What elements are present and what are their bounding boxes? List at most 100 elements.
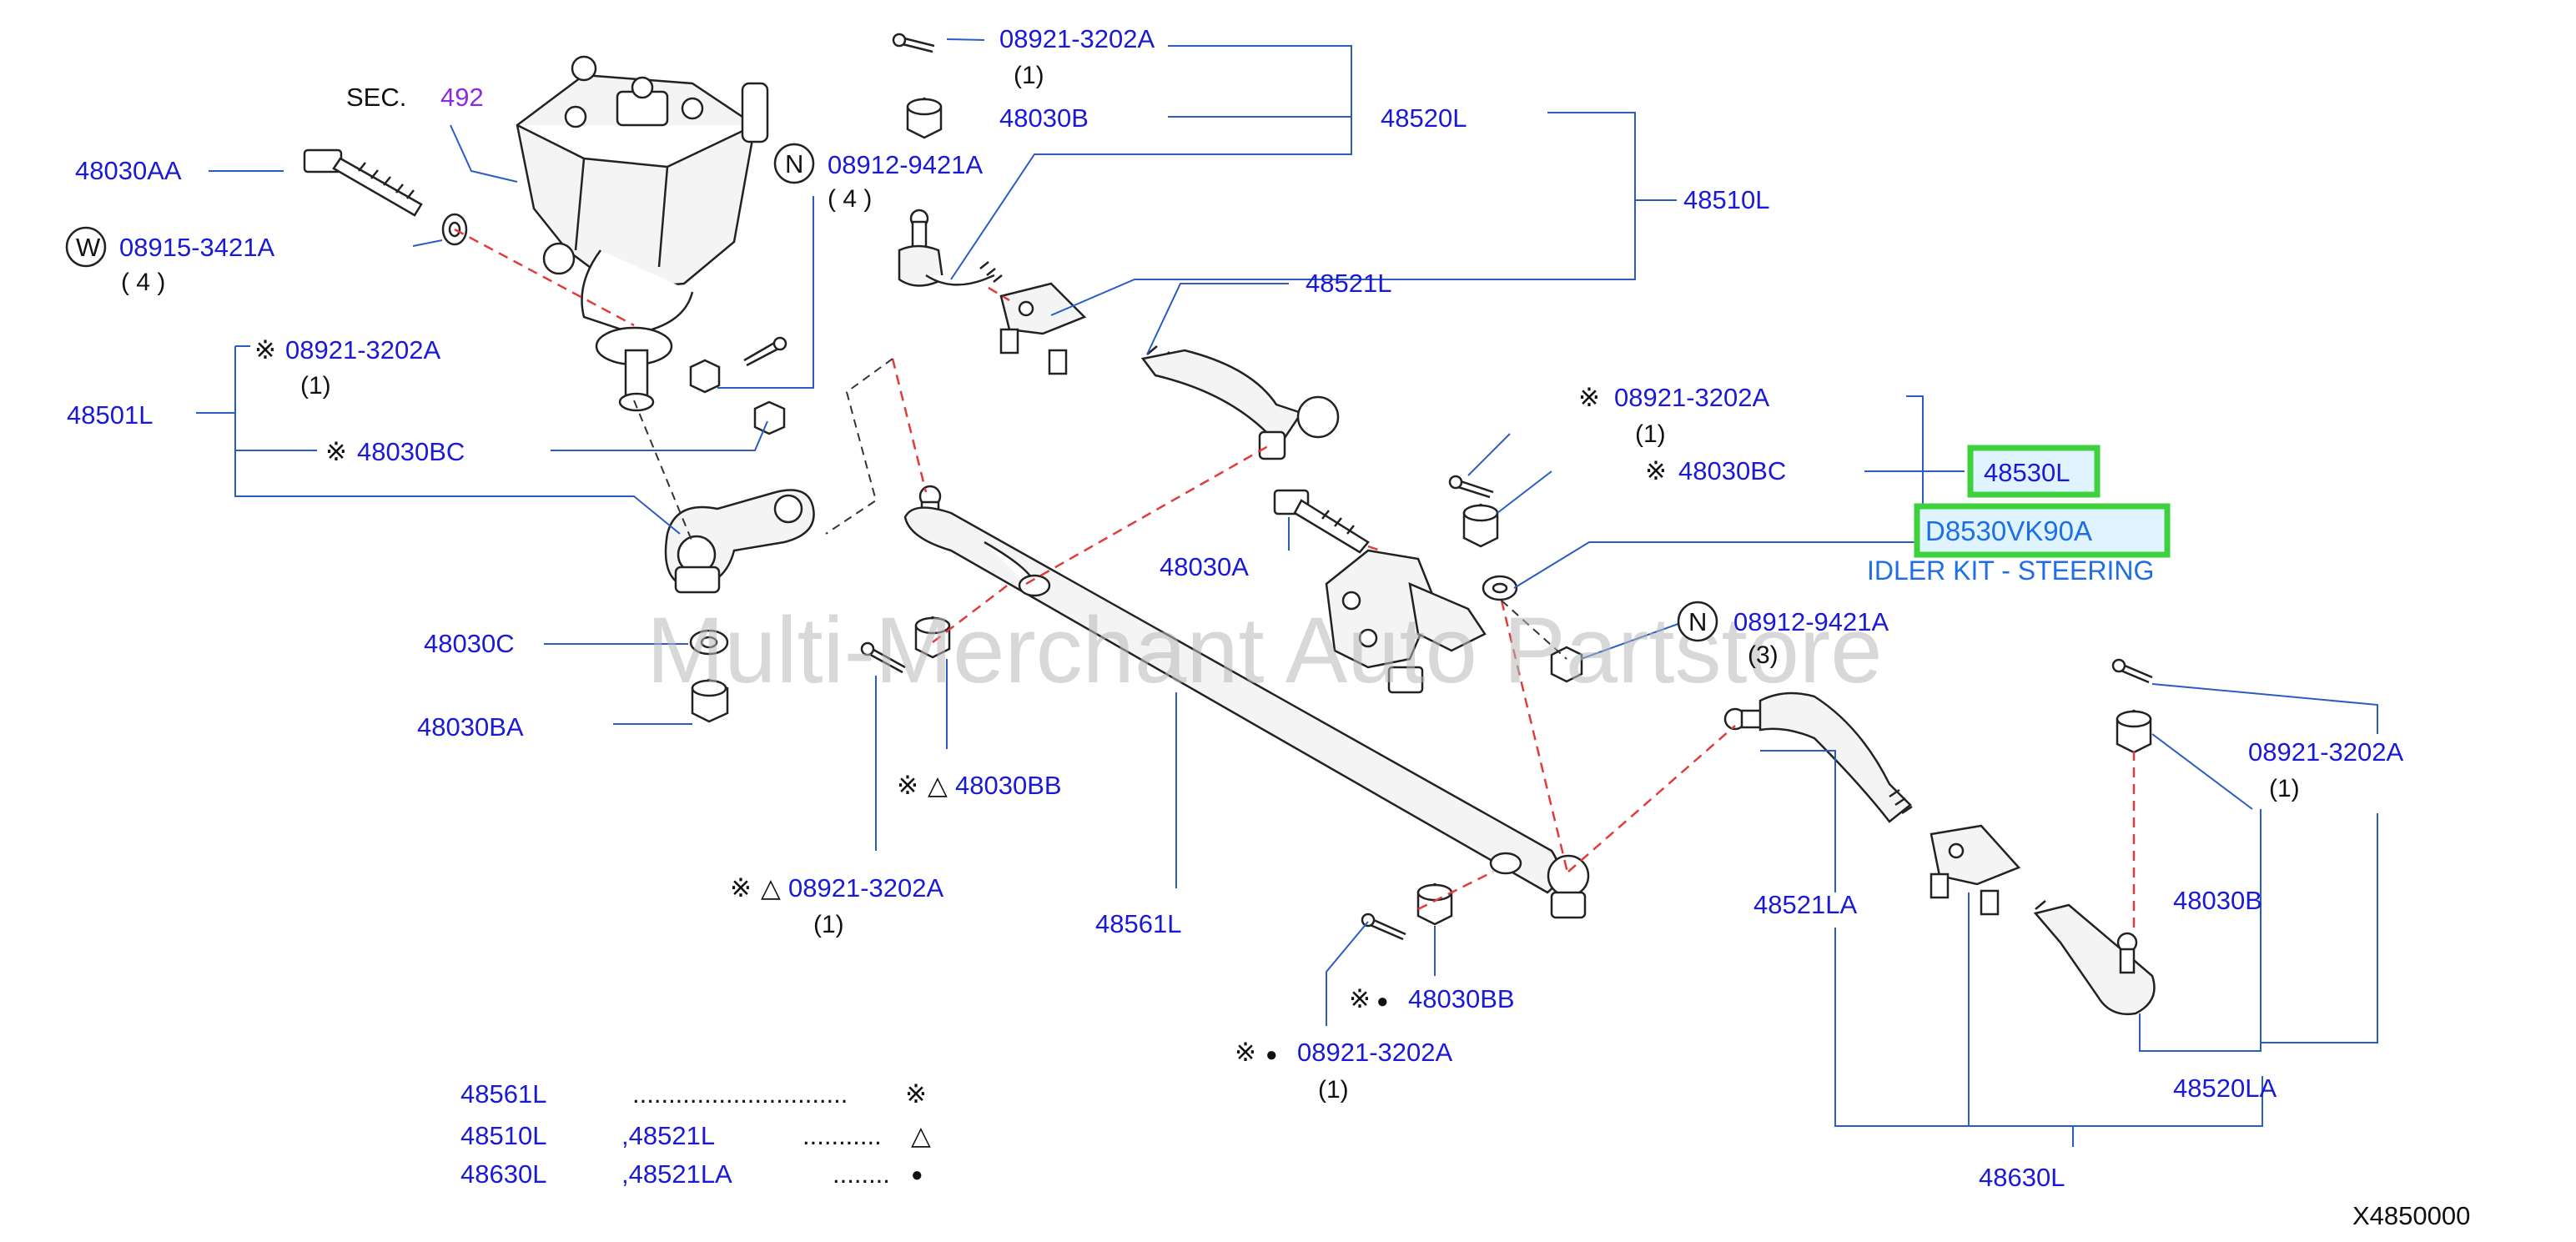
label-48030b-right: 48030B bbox=[2173, 886, 2262, 915]
washer-idler bbox=[1482, 575, 1518, 601]
kome-mark-mid: ※ bbox=[1578, 383, 1600, 412]
triangle-mark-08921-b: △ bbox=[761, 873, 781, 903]
label-08921-left: 08921-3202A bbox=[285, 335, 440, 365]
nut-48030bc-mid bbox=[1462, 503, 1499, 548]
cotter-pin-bottom bbox=[1361, 913, 1406, 941]
nut-48030b-right bbox=[2116, 709, 2152, 754]
kome-mark-08921-c: ※ bbox=[1235, 1038, 1256, 1067]
label-08921-mid: 08921-3202A bbox=[1614, 383, 1769, 412]
label-48030bb-left: 48030BB bbox=[955, 771, 1062, 800]
tie-rod-end-48520la bbox=[2033, 900, 2156, 1016]
cotter-pin-mid bbox=[1448, 475, 1494, 499]
nut-08912-top bbox=[689, 359, 721, 394]
highlight-kit bbox=[1914, 503, 2171, 558]
tie-rod-end-48520l bbox=[898, 209, 1003, 287]
label-48030b-top: 48030B bbox=[999, 103, 1089, 133]
sec-label: SEC. bbox=[346, 83, 406, 112]
label-08915-3421a: 08915-3421A bbox=[119, 233, 274, 262]
label-08912-top: 08912-9421A bbox=[828, 150, 983, 179]
leader-lines bbox=[196, 38, 2378, 1147]
legend-row-2-symbol: △ bbox=[911, 1121, 931, 1150]
pitman-arm bbox=[664, 489, 815, 594]
w-mark-circle bbox=[65, 226, 107, 268]
highlight-48530l bbox=[1967, 445, 2101, 498]
assembly-lines bbox=[454, 228, 2136, 934]
label-08921-c: 08921-3202A bbox=[1297, 1038, 1452, 1067]
cotter-pin-left bbox=[743, 336, 787, 367]
center-link-48561l bbox=[903, 485, 1590, 919]
label-08921-b: 08921-3202A bbox=[788, 873, 943, 903]
label-48501l: 48501L bbox=[67, 400, 153, 430]
legend-row-1-dots: .............................. bbox=[632, 1079, 848, 1109]
kome-mark-48030bb-b: ※ bbox=[1349, 984, 1371, 1013]
nut-48030bb-left bbox=[914, 616, 951, 659]
label-48521la: 48521LA bbox=[1753, 890, 1857, 919]
bolt-48030a bbox=[1273, 489, 1370, 554]
label-08921-top: 08921-3202A bbox=[999, 24, 1155, 53]
label-48561l: 48561L bbox=[1095, 909, 1181, 938]
idler-arm-48530l bbox=[1325, 549, 1487, 694]
n-mark-mid: N bbox=[1688, 607, 1707, 636]
cotter-pin-right bbox=[2111, 658, 2153, 684]
nut-08912-mid bbox=[1550, 646, 1583, 683]
tie-rod-48521la bbox=[1723, 691, 1913, 823]
highlight-48530l-bg bbox=[1970, 448, 2097, 495]
label-48530l[interactable]: 48530L bbox=[1984, 458, 2070, 487]
kome-mark-left: ※ bbox=[254, 335, 276, 365]
qty-08912-mid: (3) bbox=[1748, 641, 1779, 669]
kome-mark-48030bb: ※ bbox=[897, 771, 918, 800]
watermark: Multi-Merchant Auto Partstore bbox=[647, 598, 1882, 702]
label-idler-kit-steering: IDLER KIT - STEERING bbox=[1867, 556, 2154, 586]
label-48030ba: 48030BA bbox=[417, 712, 524, 742]
highlight-kit-bg bbox=[1917, 506, 2167, 555]
sec-number: 492 bbox=[440, 83, 484, 112]
qty-08921-top: (1) bbox=[1014, 62, 1044, 89]
label-08912-mid: 08912-9421A bbox=[1733, 607, 1889, 636]
adjuster-sleeve-right bbox=[1929, 824, 2021, 916]
cotter-pin-top bbox=[892, 33, 935, 53]
legend-row-3-part: 48630L bbox=[460, 1159, 546, 1189]
label-48030c: 48030C bbox=[424, 629, 515, 658]
label-kit-d8530vk90a[interactable]: D8530VK90A bbox=[1925, 515, 2092, 546]
qty-08915: ( 4 ) bbox=[121, 269, 165, 296]
diagram-id: X4850000 bbox=[2352, 1201, 2470, 1230]
qty-08912-top: ( 4 ) bbox=[828, 185, 872, 213]
qty-08921-left: (1) bbox=[300, 372, 331, 400]
legend: 48561L .............................. ※ … bbox=[460, 1079, 931, 1189]
qty-08921-b: (1) bbox=[813, 911, 844, 938]
label-48030a: 48030A bbox=[1160, 552, 1249, 581]
label-48520la: 48520LA bbox=[2173, 1074, 2277, 1103]
nut-48030b-top bbox=[906, 97, 943, 139]
triangle-mark-48030bb: △ bbox=[928, 771, 948, 800]
n-mark-mid-circle bbox=[1677, 601, 1718, 642]
label-48030bc-mid: 48030BC bbox=[1678, 456, 1786, 485]
qty-08921-mid: (1) bbox=[1635, 420, 1666, 448]
legend-row-3-extra: ,48521LA bbox=[621, 1159, 732, 1189]
qty-08921-c: (1) bbox=[1318, 1076, 1349, 1104]
steering-gear-box bbox=[516, 55, 769, 412]
n-mark-top: N bbox=[785, 149, 803, 179]
cotter-pin-mid-left bbox=[860, 641, 906, 674]
legend-row-1-part: 48561L bbox=[460, 1079, 546, 1109]
label-08921-right: 08921-3202A bbox=[2248, 737, 2403, 767]
nut-48030ba bbox=[691, 678, 729, 723]
legend-row-2-part: 48510L bbox=[460, 1121, 546, 1150]
kome-mark-48030bc: ※ bbox=[325, 437, 347, 466]
kome-mark-48030bc-mid: ※ bbox=[1645, 456, 1667, 485]
label-48030bc-left: 48030BC bbox=[357, 437, 465, 466]
tie-rod-48521l bbox=[1140, 345, 1340, 460]
label-48520l: 48520L bbox=[1381, 103, 1467, 133]
legend-row-3-dots: ........ bbox=[833, 1159, 890, 1189]
label-48030bb-bottom: 48030BB bbox=[1408, 984, 1515, 1013]
adjuster-sleeve-48510l bbox=[999, 282, 1087, 375]
dot-mark-48030bb-b: ● bbox=[1376, 990, 1389, 1013]
washer-48030c bbox=[689, 629, 729, 656]
label-48630l: 48630L bbox=[1979, 1163, 2065, 1192]
legend-row-3-symbol: ● bbox=[911, 1164, 923, 1186]
label-48030aa: 48030AA bbox=[75, 156, 182, 185]
qty-08921-right: (1) bbox=[2269, 775, 2300, 802]
bolt-48030aa bbox=[303, 148, 423, 217]
nut-48030bc-left bbox=[753, 400, 786, 435]
kome-mark-08921-b: ※ bbox=[730, 873, 752, 903]
